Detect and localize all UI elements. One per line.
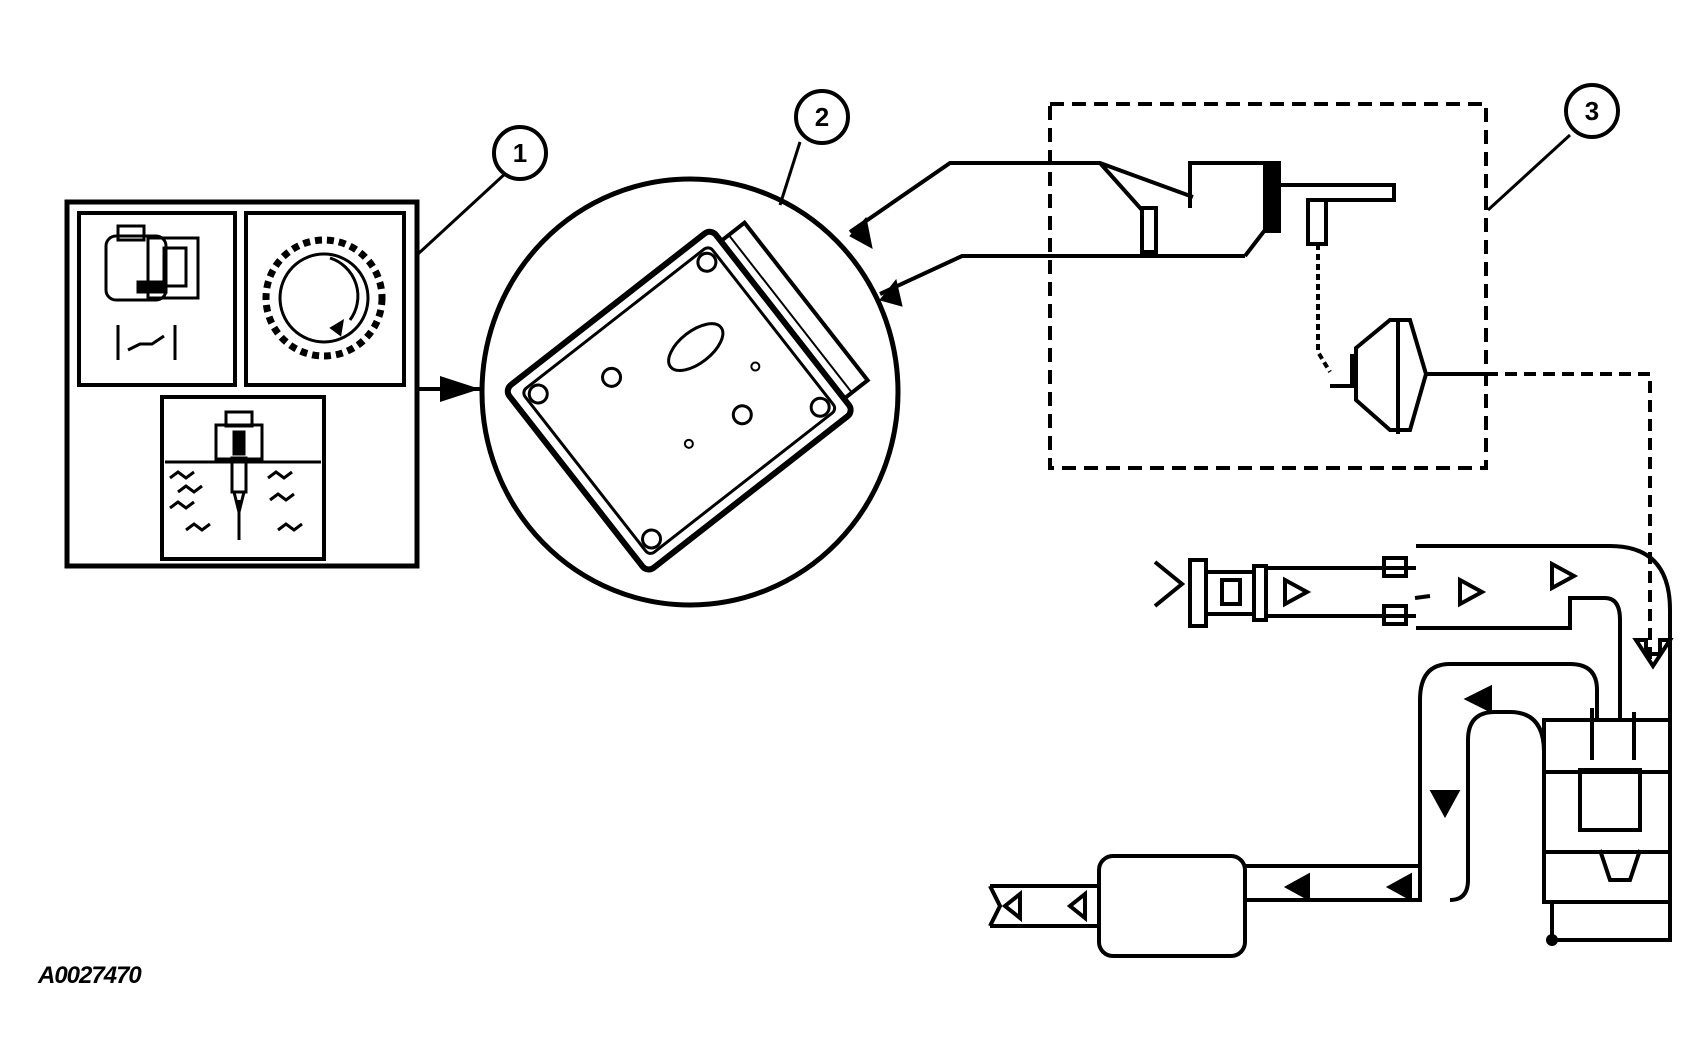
callout-3-label: 3	[1585, 96, 1599, 126]
callout-2: 2	[794, 89, 850, 145]
engine-intake-exhaust-group	[988, 544, 1674, 958]
sensor-input-box	[64, 199, 420, 569]
callout-2-label: 2	[815, 102, 829, 132]
dpfe-sensor-icon	[1098, 161, 1396, 374]
air-intake-icon	[1153, 556, 1416, 628]
callout-1: 1	[492, 125, 548, 181]
engine-cylinder-icon	[1542, 708, 1672, 946]
figure-id: A0027470	[38, 962, 142, 989]
callout-3: 3	[1564, 83, 1620, 139]
egr-valve-diaphragm-icon	[1330, 318, 1486, 434]
muffler-icon	[988, 854, 1247, 958]
arrow-to-pcm	[440, 376, 480, 402]
pcm-module	[479, 176, 901, 608]
pcm-board-icon	[504, 219, 871, 573]
coolant-temperature-sensor-icon	[165, 410, 321, 540]
callout-1-label: 1	[513, 138, 527, 168]
throttle-position-sensor-icon	[104, 224, 200, 360]
callout-leaders	[416, 133, 1572, 256]
intake-manifold-icon	[1414, 544, 1674, 720]
egr-vacuum-regulator-group	[848, 102, 1652, 660]
crankshaft-pulse-wheel-icon	[262, 236, 386, 360]
exhaust-pipe-icon	[1243, 662, 1599, 902]
